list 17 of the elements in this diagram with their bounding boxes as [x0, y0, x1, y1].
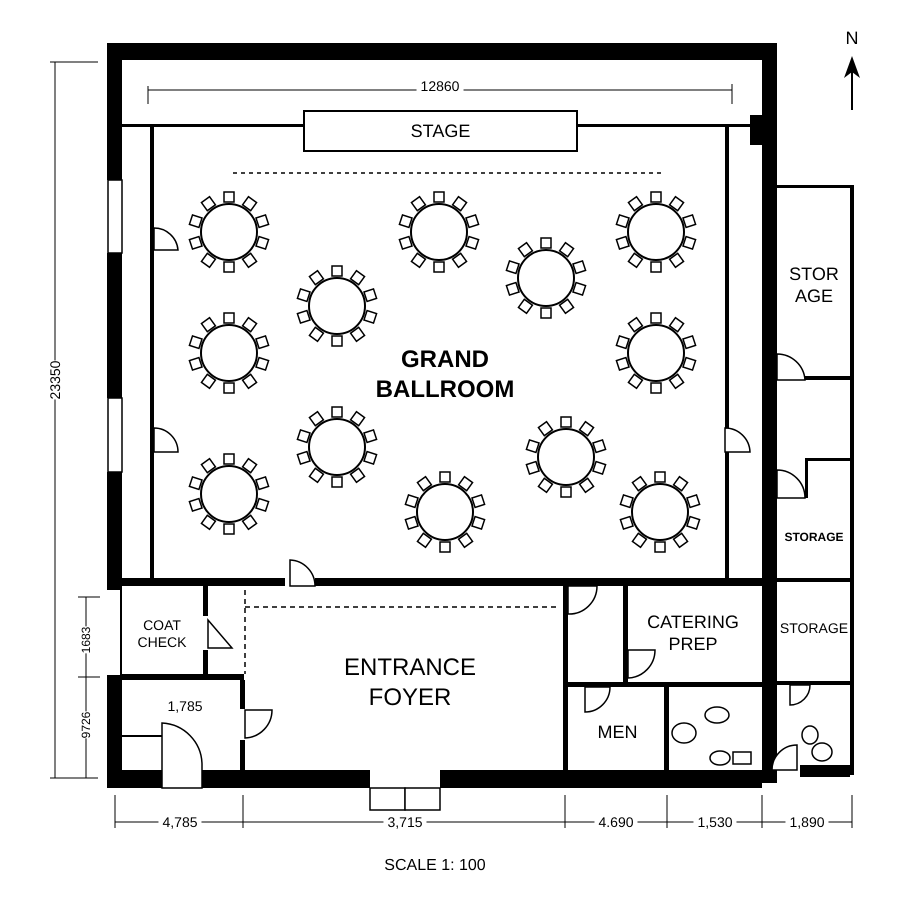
dimension-text: 4,785: [158, 815, 202, 829]
room-label: GRAND BALLROOM: [360, 340, 530, 410]
room-label: STORAGE: [778, 525, 850, 549]
room-label: STOR AGE: [782, 255, 846, 315]
dimension-text: 12860: [416, 79, 464, 93]
room-label: ENTRANCE FOYER: [320, 650, 500, 716]
room-label: STORAGE: [778, 617, 850, 641]
dimension-text: 1,785: [167, 699, 203, 713]
room-label: COAT CHECK: [126, 612, 198, 656]
dimension-text: 3,715: [383, 815, 427, 829]
room-label: STAGE: [303, 110, 578, 152]
dimension-text: 1,890: [785, 815, 829, 829]
dimension-text: 1,530: [693, 815, 737, 829]
dimension-text: N: [846, 29, 858, 47]
dimension-text: 4.690: [594, 815, 638, 829]
room-label: CATERING PREP: [632, 608, 754, 658]
room-label: MEN: [575, 715, 660, 749]
